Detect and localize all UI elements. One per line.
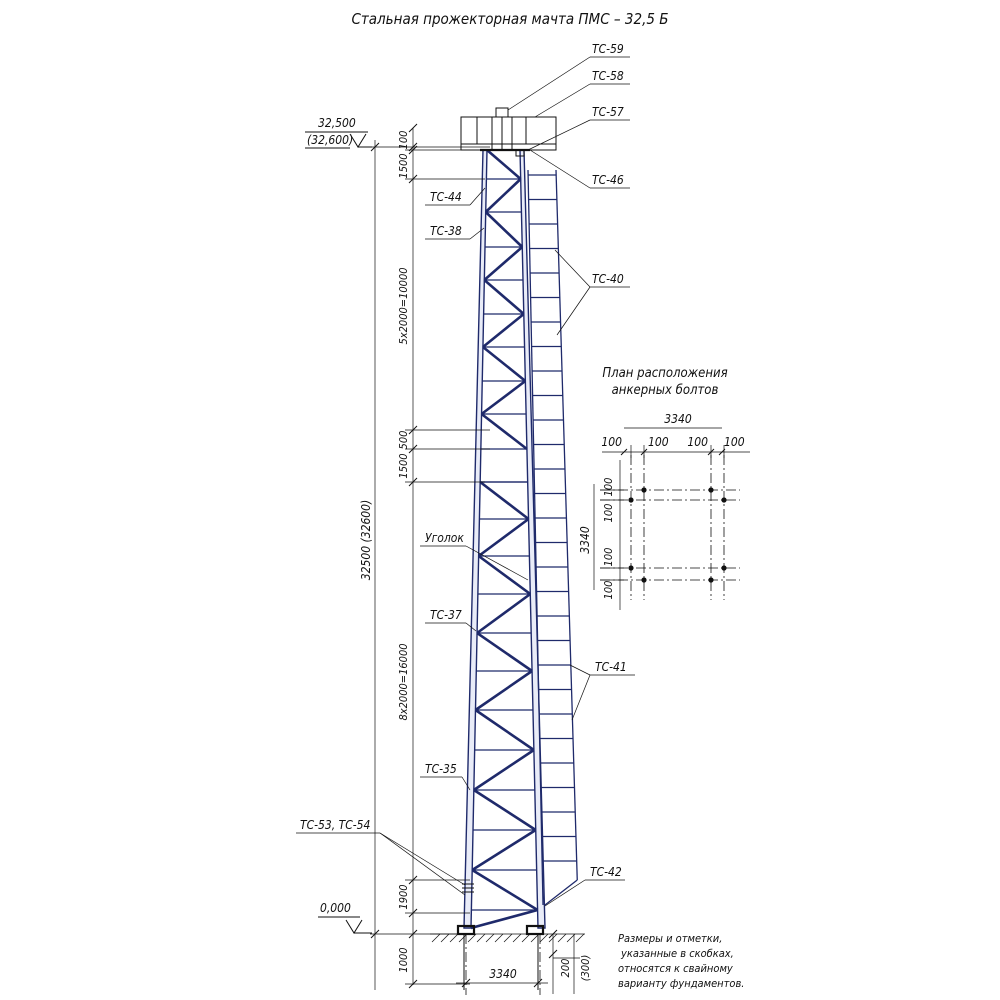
callout-ugolok: Уголок	[425, 531, 464, 545]
note-line-3: относятся к свайному	[618, 962, 733, 975]
dim-300: (300)	[579, 955, 592, 982]
plan-top-total: 3340	[664, 412, 692, 426]
mast	[456, 149, 578, 936]
floodlight-platform	[460, 107, 557, 157]
note: Размеры и отметки, указанные в скобках, …	[618, 932, 744, 990]
plan-left-d3: 100	[602, 548, 615, 567]
plan-left-d2: 100	[602, 504, 615, 523]
callout-tc53-54: ТС-53, ТС-54	[300, 818, 371, 832]
elevation-zero-value: 0,000	[320, 901, 351, 915]
anchor-bolt-plan: План расположения анкерных болтов 3340 1…	[578, 366, 750, 610]
dim-1500-top: 1500	[397, 153, 410, 178]
dim-5x2000: 5x2000=10000	[397, 267, 410, 344]
plan-left-d4: 100	[602, 581, 615, 600]
plan-title-2: анкерных болтов	[612, 383, 719, 398]
callouts: ТС-59 ТС-58 ТС-57 ТС-46 ТС-44 ТС-38 ТС-4…	[296, 42, 635, 907]
elevation-top: 32,500 (32,600)	[305, 116, 372, 149]
dim-500: 500	[397, 431, 410, 450]
dim-1000: 1000	[397, 947, 410, 972]
vertical-dimensions: 100 1500 5x2000=10000 500 1500 8x2000=16…	[359, 123, 490, 990]
mast-leg-left	[463, 149, 488, 929]
callout-tc40: ТС-40	[592, 272, 624, 286]
dim-1900: 1900	[397, 884, 410, 909]
plan-top-d2: 100	[648, 435, 669, 449]
mast-lattice	[470, 149, 539, 930]
ladder	[527, 169, 578, 906]
plan-top-d3: 100	[687, 435, 708, 449]
plan-left-total: 3340	[578, 526, 592, 554]
elevation-top-value: 32,500	[318, 116, 356, 130]
drawing-title: Стальная прожекторная мачта ПМС – 32,5 Б	[351, 10, 668, 28]
dim-total: 32500 (32600)	[359, 500, 373, 581]
callout-tc38: ТС-38	[430, 224, 462, 238]
ground-line	[430, 933, 585, 995]
note-line-4: варианту фундаментов.	[618, 977, 744, 990]
callout-tc41: ТС-41	[595, 660, 627, 674]
dim-8x2000: 8x2000=16000	[397, 643, 410, 720]
plan-top-d4: 100	[724, 435, 745, 449]
dim-100: 100	[397, 131, 410, 150]
callout-tc42: ТС-42	[590, 865, 622, 879]
dim-1500-mid: 1500	[397, 453, 410, 478]
base-dimension: 3340 200 (300)	[456, 929, 592, 994]
callout-tc58: ТС-58	[592, 69, 624, 83]
callout-tc37: ТС-37	[430, 608, 462, 622]
elevation-top-alt: (32,600)	[307, 133, 353, 147]
note-line-1: Размеры и отметки,	[618, 932, 722, 945]
callout-tc35: ТС-35	[425, 762, 457, 776]
callout-tc59: ТС-59	[592, 42, 624, 56]
callout-tc46: ТС-46	[592, 173, 624, 187]
dim-200: 200	[559, 959, 572, 978]
note-line-2: указанные в скобках,	[620, 947, 734, 960]
plan-top-d1: 100	[601, 435, 622, 449]
elevation-zero: 0,000	[318, 901, 372, 934]
base-dimension-value: 3340	[489, 967, 517, 981]
plan-title-1: План расположения	[602, 366, 727, 381]
callout-tc57: ТС-57	[592, 105, 624, 119]
plan-left-d1: 100	[602, 478, 615, 497]
callout-tc44: ТС-44	[430, 190, 462, 204]
